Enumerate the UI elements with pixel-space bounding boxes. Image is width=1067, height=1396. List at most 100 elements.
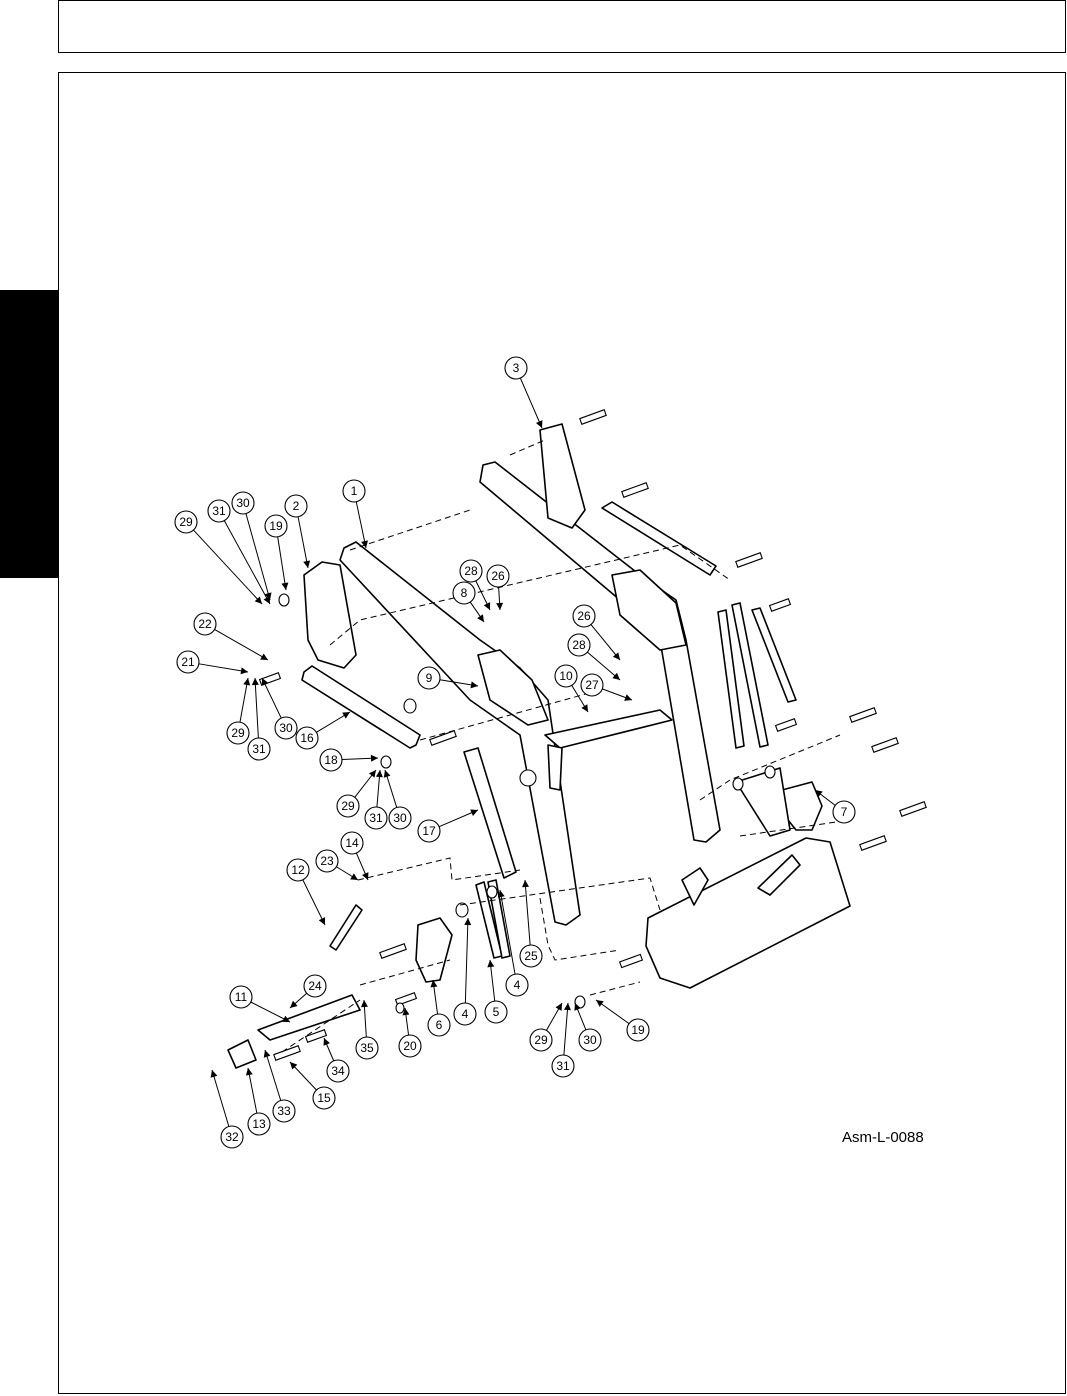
callout-bubble — [388, 806, 412, 830]
callout-arrowhead — [815, 790, 823, 798]
callout-label: 23 — [320, 854, 334, 868]
callout-label: 33 — [277, 1104, 291, 1118]
callout-arrowhead — [254, 596, 262, 604]
callout-bubble — [312, 1086, 336, 1110]
callout-label: 30 — [583, 1033, 597, 1047]
callout-bubble — [176, 650, 200, 674]
callout-bubble — [229, 985, 253, 1009]
callout-leader — [223, 520, 271, 605]
callout-bubble — [272, 1099, 296, 1123]
callout-label: 2 — [293, 499, 300, 513]
callout-bubble — [295, 726, 319, 750]
callout-label: 21 — [181, 655, 195, 669]
callout-arrowhead — [362, 872, 369, 880]
callout-arrowhead — [210, 1070, 218, 1078]
callout-bubble — [193, 612, 217, 636]
callout-label: 5 — [493, 1005, 500, 1019]
callout-label: 20 — [403, 1039, 417, 1053]
callout-label: 7 — [841, 805, 848, 819]
callout-leader — [245, 513, 271, 601]
callout-bubble — [626, 1018, 650, 1042]
callout-bubble — [459, 559, 483, 583]
callout-label: 8 — [461, 586, 468, 600]
callout-bubble — [452, 581, 476, 605]
callout-label: 31 — [369, 811, 383, 825]
parts-drawing — [227, 409, 927, 1069]
callout-label: 12 — [291, 863, 305, 877]
callout-bubble — [355, 1036, 379, 1060]
callout-bubble — [286, 858, 310, 882]
callout-bubble — [336, 794, 360, 818]
callout-arrowhead — [303, 560, 311, 568]
callout-arrowhead — [368, 770, 376, 778]
callout-arrowhead — [574, 1003, 581, 1011]
callout-label: 34 — [331, 1064, 345, 1078]
callout-label: 30 — [279, 721, 293, 735]
rear-arm-knee-plate — [611, 569, 687, 651]
callout-arrowhead — [581, 704, 588, 712]
callout-label: 28 — [572, 638, 586, 652]
callout-leader — [261, 677, 282, 719]
link-middle — [731, 602, 769, 748]
callout-bubble — [554, 664, 578, 688]
callout-label: 4 — [514, 978, 521, 992]
section-tab — [0, 290, 58, 578]
callout-arrowhead — [243, 678, 251, 686]
bell-crank-front — [415, 917, 453, 983]
callout-leader — [198, 663, 249, 673]
callout-leader — [302, 879, 326, 926]
callout-bubble — [264, 514, 288, 538]
callout-label: 9 — [426, 671, 433, 685]
level-indicator-bracket — [257, 994, 361, 1041]
callout-arrowhead — [430, 980, 438, 988]
front-arm-knee-plate — [477, 649, 549, 726]
callout-bubble — [504, 356, 528, 380]
callout-label: 28 — [464, 564, 478, 578]
callout-bubble — [340, 831, 364, 855]
callout-label: 31 — [252, 742, 266, 756]
callout-label: 4 — [462, 1007, 469, 1021]
callout-arrowhead — [470, 681, 478, 689]
hydraulic-cylinder — [463, 747, 517, 879]
torque-tube — [544, 709, 673, 749]
level-indicator-rod — [329, 904, 363, 951]
callout-arrowhead — [350, 873, 358, 880]
callout-arrowhead — [261, 678, 269, 686]
callout-bubble — [417, 819, 441, 843]
callout-bubble — [486, 564, 510, 588]
callout-arrowhead — [612, 652, 620, 660]
callout-arrowhead — [263, 596, 270, 604]
callout-leader — [239, 677, 249, 723]
front-loader-arm — [339, 541, 581, 926]
callout-bubble — [427, 1013, 451, 1037]
callout-arrowhead — [383, 770, 391, 778]
callout-arrowhead — [483, 602, 491, 610]
callout-arrowhead — [323, 1038, 330, 1046]
callout-leader — [519, 377, 543, 429]
callout-leader — [264, 1049, 282, 1101]
drawing-id: Asm-L-0088 — [842, 1129, 924, 1146]
callout-arrowhead — [563, 1003, 571, 1011]
callout-bubble — [567, 633, 591, 657]
callout-bubble — [247, 1112, 271, 1136]
callout-bubble — [342, 479, 366, 503]
callout-arrowhead — [375, 770, 383, 778]
callout-bubble — [326, 1059, 350, 1083]
alignment-lines — [281, 439, 851, 1053]
callout-label: 31 — [556, 1059, 570, 1073]
callout-arrowhead — [464, 918, 472, 926]
callout-label: 3 — [513, 361, 520, 375]
callout-arrowhead — [496, 602, 504, 610]
callout-arrowhead — [596, 1000, 604, 1007]
callout-arrowhead — [477, 614, 484, 622]
callout-arrowhead — [360, 1000, 368, 1008]
rear-hydraulic-cylinder — [601, 501, 717, 576]
callout-bubble — [207, 499, 231, 523]
callout-arrowhead — [290, 1000, 298, 1008]
callout-leader — [563, 1002, 569, 1056]
callout-bubble — [220, 1125, 244, 1149]
callout-arrowhead — [290, 1062, 298, 1070]
callout-label: 35 — [360, 1041, 374, 1055]
callout-arrowhead — [402, 1008, 410, 1016]
